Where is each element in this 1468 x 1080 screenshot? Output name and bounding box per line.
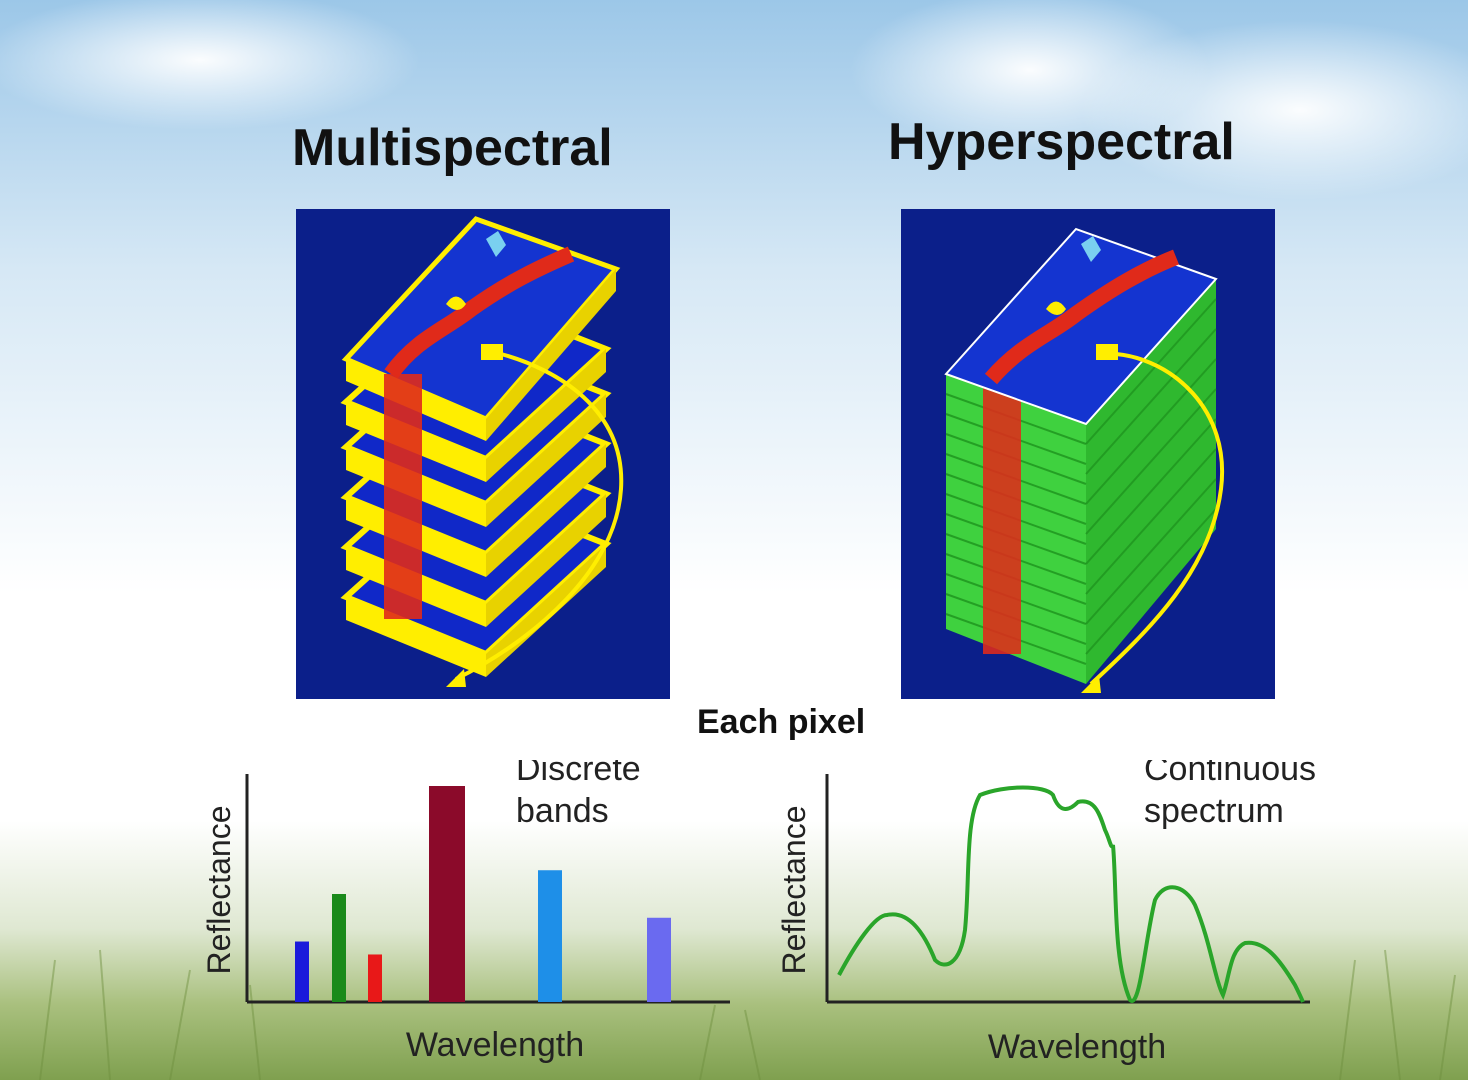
hyperspectral-cube [944,227,1225,693]
hyperspectral-image [901,209,1275,699]
band-bar-5 [538,870,562,1002]
multispectral-image [296,209,670,699]
multispectral-title: Multispectral [292,119,613,177]
band-bar-6 [647,917,671,1002]
band-bar-2 [332,894,346,1002]
y-axis-label: Reflectance [201,806,237,975]
y-axis-label: Reflectance [776,806,812,975]
hyperspectral-title: Hyperspectral [888,113,1235,171]
discrete-annotation-line2: bands [516,792,609,830]
discrete-bands-chart: Reflectance Wavelength Discrete bands [201,760,730,1064]
x-axis-label: Wavelength [988,1028,1166,1066]
continuous-annotation-line2: spectrum [1144,792,1284,830]
continuous-spectrum-chart: Reflectance Wavelength Continuous spectr… [776,760,1316,1066]
layer-stack [340,216,624,687]
spectrum-line [837,785,1305,1003]
band-bar-3 [368,954,382,1002]
x-axis-label: Wavelength [406,1026,584,1064]
each-pixel-label: Each pixel [697,703,866,741]
band-bar-1 [295,941,309,1002]
discrete-annotation-line1: Discrete [516,760,641,788]
band-bar-4 [429,786,465,1002]
continuous-annotation-line1: Continuous [1144,760,1316,788]
